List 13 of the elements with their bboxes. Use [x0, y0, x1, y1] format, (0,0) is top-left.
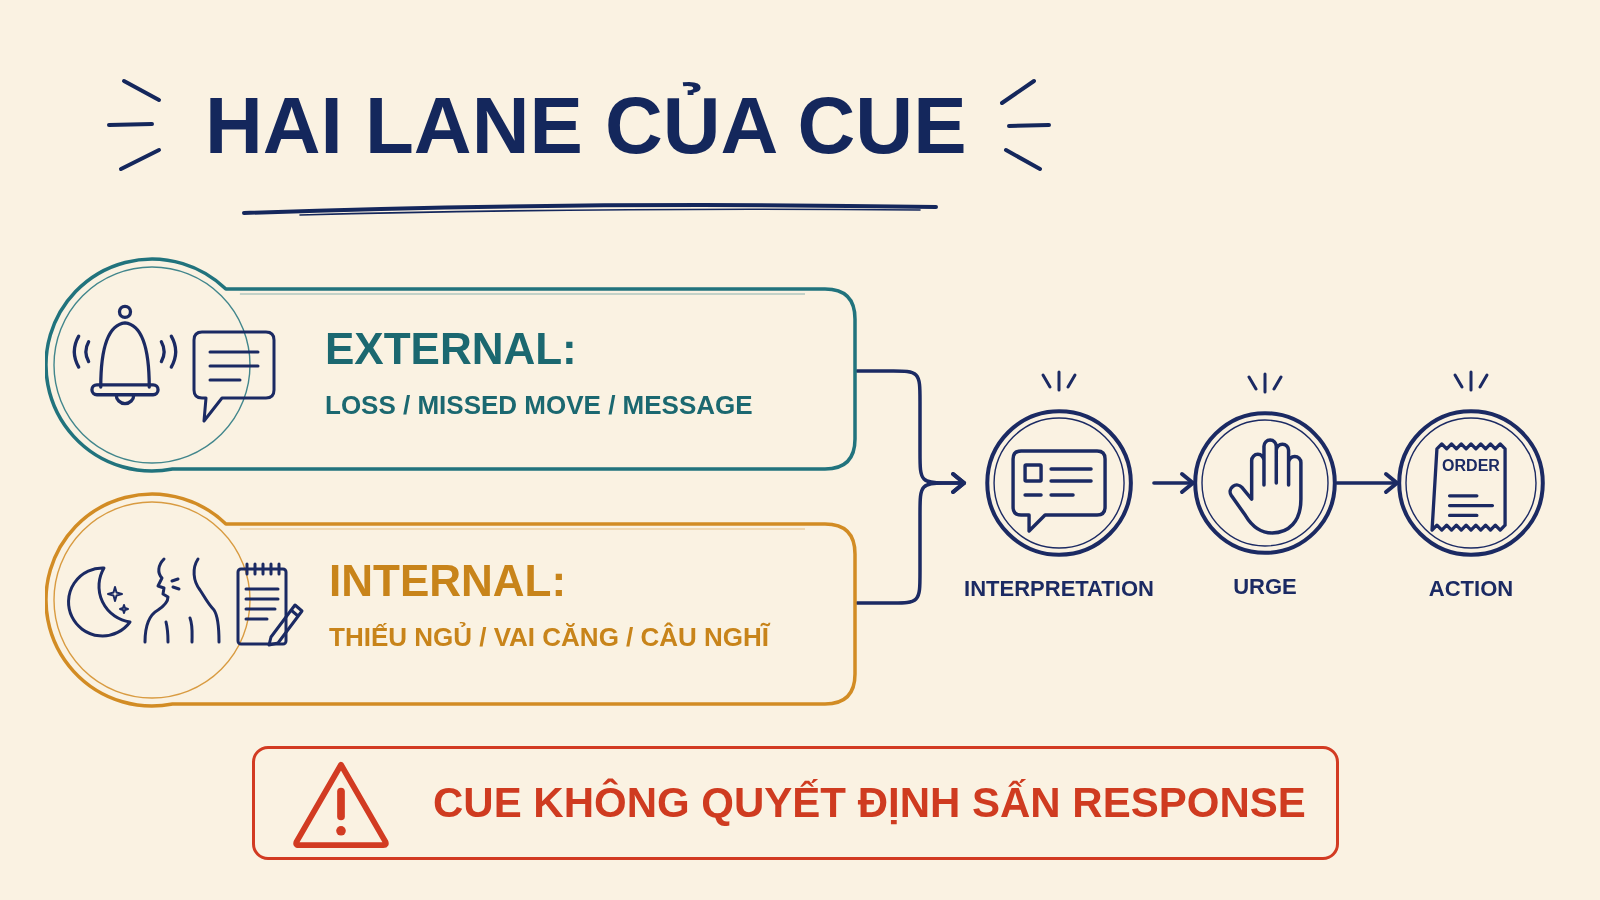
warning-text: CUE KHÔNG QUYẾT ĐỊNH SẤN RESPONSE: [433, 779, 1306, 828]
lane-text: THIẾU NGỦ / VAI CĂNG / CÂU NGHĨ: [329, 623, 770, 653]
step-label: INTERPRETATION: [964, 576, 1154, 602]
lane-heading: EXTERNAL:: [325, 324, 577, 375]
title: HAI LANE CỦA CUE: [205, 80, 967, 172]
step-label: URGE: [1233, 574, 1297, 600]
arrow: [1335, 472, 1399, 494]
lane-heading: INTERNAL:: [329, 556, 567, 607]
arrow: [1152, 472, 1195, 494]
warning-banner: [252, 746, 1339, 860]
step-label: ACTION: [1428, 576, 1514, 602]
arrow: [855, 472, 967, 605]
lane-text: LOSS / MISSED MOVE / MESSAGE: [325, 391, 753, 421]
